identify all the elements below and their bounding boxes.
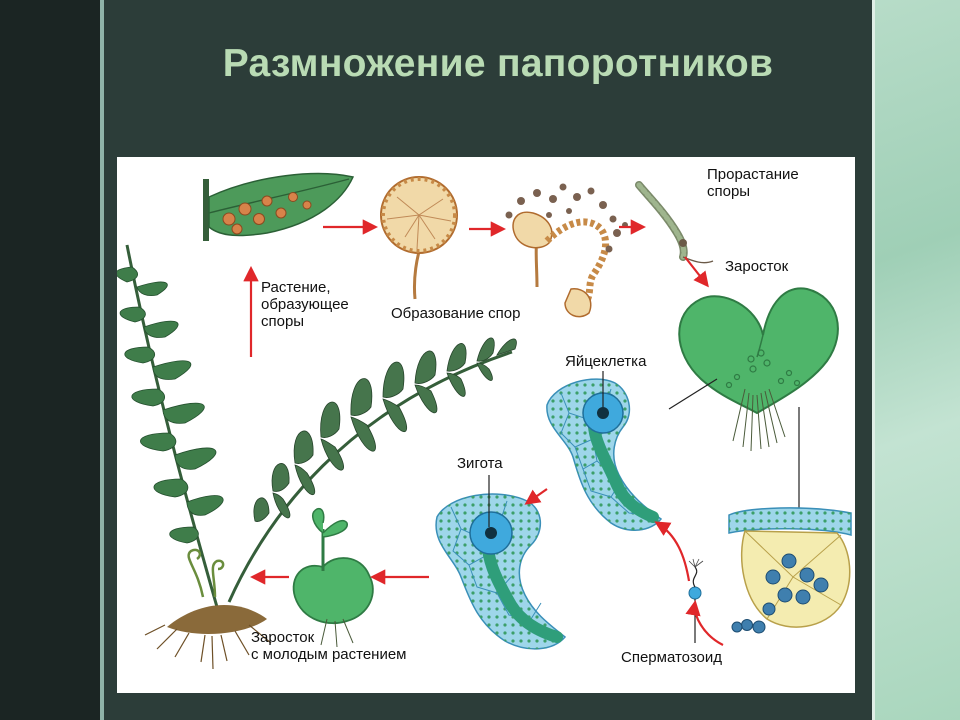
germinating-spore — [635, 181, 714, 264]
left-divider — [100, 0, 104, 720]
adult-fern-plant — [117, 244, 517, 670]
arrow-sperm-to-egg — [654, 521, 691, 582]
prothallus-with-young-plant — [292, 507, 374, 648]
archegonium-egg-cell — [546, 371, 663, 531]
leaf-with-sori — [203, 172, 355, 241]
archegonium-zygote — [435, 475, 567, 650]
sporangium-closed — [380, 176, 458, 300]
arrow-sperm-release — [685, 599, 724, 646]
sperm-cell — [688, 558, 704, 643]
label-egg-cell: Яйцеклетка — [565, 353, 647, 370]
label-spore-plant: Растение, образующее споры — [261, 279, 349, 330]
left-sidebar-strip — [0, 0, 100, 720]
arrow-egg-to-zygote — [524, 488, 548, 505]
fern-frond-right — [227, 337, 517, 603]
prothallus-heart — [668, 287, 839, 527]
fern-frond-left — [117, 244, 224, 608]
sporangium-open — [505, 183, 628, 318]
label-spore-formation: Образование спор — [391, 305, 521, 322]
label-sperm: Сперматозоид — [621, 649, 723, 666]
right-decorative-strip — [872, 0, 960, 720]
label-zygote: Зигота — [457, 455, 503, 472]
fern-rhizome-roots — [144, 605, 272, 670]
slide-title: Размножение папоротников — [222, 42, 774, 85]
right-divider — [872, 0, 875, 720]
label-prothallus-young: Заросток с молодым растением — [251, 629, 407, 663]
fern-life-cycle-figure: Растение, образующее споры Образование с… — [117, 157, 855, 693]
arrow-germination-to-prothallus — [684, 256, 709, 288]
antheridium — [728, 507, 852, 634]
label-spore-germination: Прорастание споры — [707, 166, 799, 200]
label-prothallus: Заросток — [725, 258, 789, 275]
fiddlehead-coils — [187, 548, 225, 598]
life-cycle-arrows — [243, 219, 724, 646]
fern-life-cycle-drawing — [117, 172, 852, 670]
